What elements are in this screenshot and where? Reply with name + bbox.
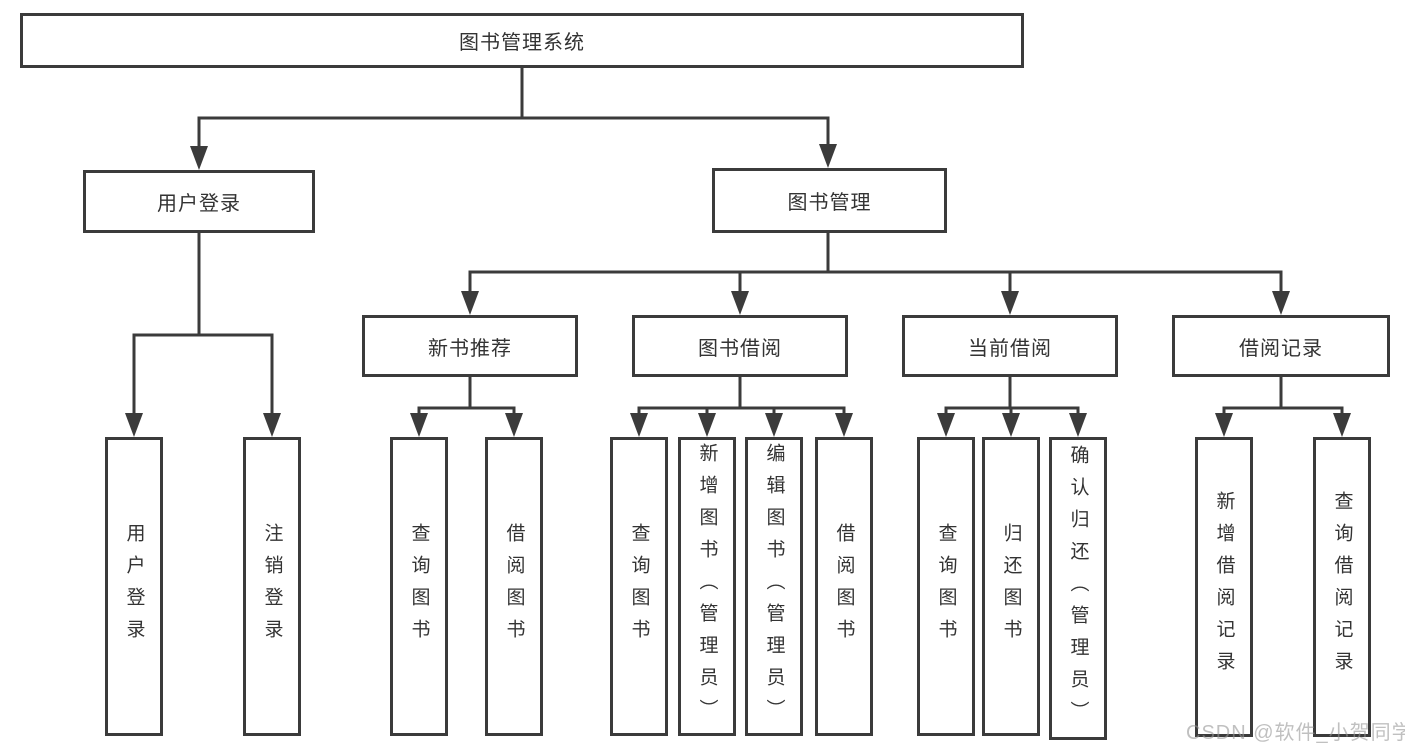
leaf-add-borrow-record: 新增借阅记录 (1195, 437, 1253, 737)
node-label: 借阅图书 (503, 522, 525, 651)
leaf-edit-books-admin: 编辑图书（管理员） (745, 437, 803, 736)
node-label: 图书借阅 (698, 337, 782, 360)
node-label: 编辑图书（管理员） (763, 442, 785, 731)
node-label: 用户登录 (123, 522, 145, 651)
node-label: 查询借阅记录 (1331, 491, 1353, 683)
connector-book-mgmt-to-level3 (461, 233, 1290, 315)
leaf-borrow-query-books: 查询图书 (610, 437, 668, 736)
node-label: 图书管理 (787, 192, 872, 214)
node-label: 查询图书 (408, 522, 430, 651)
node-label: 注销登录 (261, 522, 283, 651)
node-label: 借阅记录 (1239, 337, 1323, 360)
leaf-return-books: 归还图书 (982, 437, 1040, 736)
node-borrow-records: 借阅记录 (1172, 315, 1390, 377)
leaf-recommend-borrow-books: 借阅图书 (485, 437, 543, 736)
node-book-borrow: 图书借阅 (632, 315, 848, 377)
node-label: 用户登录 (157, 193, 241, 215)
leaf-query-borrow-record: 查询借阅记录 (1313, 437, 1371, 737)
node-root-system: 图书管理系统 (20, 13, 1024, 68)
connector-new-book-rec-to-leaves (410, 377, 523, 437)
node-label: 查询图书 (935, 522, 957, 651)
leaf-logout: 注销登录 (243, 437, 301, 736)
connector-book-borrow-to-leaves (630, 377, 853, 437)
node-user-login: 用户登录 (83, 170, 315, 233)
node-label: 新增借阅记录 (1213, 491, 1235, 683)
node-label: 归还图书 (1000, 522, 1022, 651)
node-label: 当前借阅 (968, 337, 1052, 360)
watermark: CSDN @软件_小贺同学 (1186, 722, 1405, 744)
node-current-borrow: 当前借阅 (902, 315, 1118, 377)
leaf-current-query-books: 查询图书 (917, 437, 975, 736)
node-label: 借阅图书 (833, 522, 855, 651)
node-label: 图书管理系统 (459, 32, 585, 54)
node-book-management: 图书管理 (712, 168, 947, 233)
connector-borrow-records-to-leaves (1215, 377, 1351, 437)
connector-user-login-to-leaves (125, 233, 281, 437)
leaf-user-login-action: 用户登录 (105, 437, 163, 736)
leaf-add-books-admin: 新增图书（管理员） (678, 437, 736, 736)
connector-root-to-level2 (190, 68, 837, 170)
node-label: 新书推荐 (428, 337, 512, 360)
leaf-confirm-return-admin: 确认归还（管理员） (1049, 437, 1107, 740)
connector-current-borrow-to-leaves (937, 377, 1087, 437)
node-new-book-recommend: 新书推荐 (362, 315, 578, 377)
node-label: 新增图书（管理员） (696, 442, 718, 731)
node-label: 确认归还（管理员） (1067, 444, 1089, 733)
leaf-borrow-borrow-books: 借阅图书 (815, 437, 873, 736)
leaf-recommend-query-books: 查询图书 (390, 437, 448, 736)
node-label: 查询图书 (628, 522, 650, 651)
